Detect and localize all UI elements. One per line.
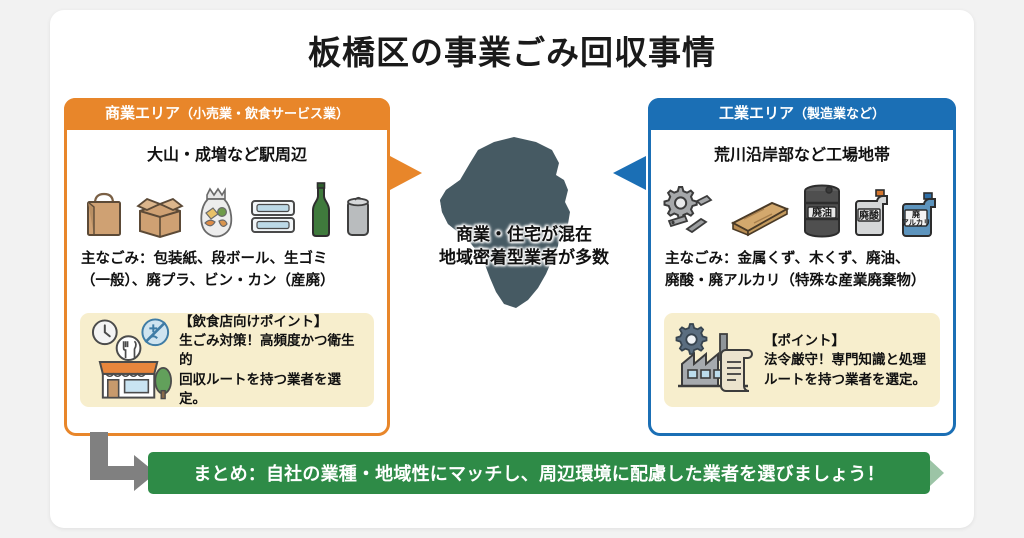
summary-text: まとめ：自社の業種・地域性にマッチし、周辺環境に配慮した業者を選びましょう！ <box>193 464 885 484</box>
industrial-waste-line-2: 廃酸・廃アルカリ（特殊な産業廃棄物） <box>665 272 926 289</box>
industrial-panel-header: 工業エリア（製造業など） <box>648 98 956 130</box>
industrial-waste-icon-row: 廃油 廃酸 廃 アルカリ <box>651 173 953 239</box>
industrial-point-title: 【ポイント】 <box>764 333 845 349</box>
industrial-point-line-1: 法令厳守！専門知識と処理 <box>764 352 926 368</box>
commercial-panel-header: 商業エリア（小売業・飲食サービス業） <box>64 98 390 130</box>
waste-oil-drum-icon: 廃油 <box>804 184 840 238</box>
restaurant-shop-icon <box>91 318 172 400</box>
waste-alkali-container-icon: 廃 アルカリ <box>901 192 936 237</box>
industrial-point-line-2: ルートを持つ業者を選定。 <box>764 371 926 387</box>
industrial-area-panel: 工業エリア（製造業など） 荒川沿岸部など工場地帯 <box>648 98 956 436</box>
elbow-arrow-icon <box>88 432 168 492</box>
food-container-icon <box>250 200 295 233</box>
gear-metal-scrap-icon <box>663 186 713 234</box>
industrial-waste-text: 主なごみ：金属くず、木くず、廃油、 廃酸・廃アルカリ（特殊な産業廃棄物） <box>665 249 939 293</box>
commercial-point-line-1: 生ごみ対策！高頻度かつ衛生的 <box>179 333 355 368</box>
aluminum-can-icon <box>346 196 369 236</box>
commercial-point-text: 【飲食店向けポイント】 生ごみ対策！高頻度かつ衛生的 回収ルートを持つ業者を選定… <box>179 312 366 408</box>
summary-banner-tail-icon <box>930 460 944 486</box>
commercial-waste-line-1: 主なごみ：包装紙、段ボール、生ゴミ <box>81 251 328 267</box>
industrial-point-text: 【ポイント】 法令厳守！専門知識と処理 ルートを持つ業者を選定。 <box>764 331 926 388</box>
document-scroll-icon <box>720 349 753 392</box>
industrial-area-label: 荒川沿岸部など工場地帯 <box>713 147 890 164</box>
commercial-area-panel: 商業エリア（小売業・飲食サービス業） 大山・成増など駅周辺 <box>64 98 390 436</box>
factory-icon <box>675 323 753 392</box>
itabashi-ward-map <box>418 128 628 316</box>
drum-label: 廃油 <box>812 206 832 219</box>
industrial-header-subtitle: （製造業など） <box>794 106 886 121</box>
commercial-point-title: 【飲食店向けポイント】 <box>179 314 328 330</box>
commercial-waste-line-2: （一般）、廃プラ、ビン・カン（産廃） <box>81 272 335 289</box>
page-title: 板橋区の事業ごみ回収事情 <box>308 34 716 71</box>
wood-plank-icon <box>730 201 790 237</box>
commercial-waste-icon-row <box>67 173 387 239</box>
commercial-point-box: 【飲食店向けポイント】 生ごみ対策！高頻度かつ衛生的 回収ルートを持つ業者を選定… <box>80 313 374 407</box>
commercial-waste-text: 主なごみ：包装紙、段ボール、生ゴミ （一般）、廃プラ、ビン・カン（産廃） <box>81 249 373 293</box>
commercial-area-label: 大山・成増など駅周辺 <box>146 147 307 164</box>
alkali-label-line-2: アルカリ <box>901 218 930 227</box>
commercial-header-title: 商業エリア <box>104 105 180 122</box>
blue-arrow-left-icon <box>613 156 646 190</box>
orange-arrow-right-icon <box>390 156 422 190</box>
center-caption: 商業・住宅が混在 地域密着型業者が多数 <box>395 224 653 270</box>
acid-label: 廃酸 <box>859 209 880 222</box>
shopping-bag-icon <box>86 192 121 236</box>
industrial-waste-line-1: 主なごみ：金属くず、木くず、廃油、 <box>665 251 910 267</box>
alkali-label-line-1: 廃 <box>912 209 921 219</box>
center-caption-line-2: 地域密着型業者が多数 <box>439 247 609 267</box>
commercial-header-subtitle: （小売業・飲食サービス業） <box>180 106 350 121</box>
center-caption-line-1: 商業・住宅が混在 <box>456 225 592 244</box>
commercial-point-line-2: 回収ルートを持つ業者を選定。 <box>179 371 342 406</box>
food-waste-bag-icon <box>199 187 232 238</box>
green-bottle-icon <box>311 182 330 237</box>
industrial-header-title: 工業エリア <box>718 105 794 122</box>
summary-banner: まとめ：自社の業種・地域性にマッチし、周辺環境に配慮した業者を選びましょう！ <box>148 452 930 494</box>
cardboard-box-icon <box>135 197 184 239</box>
industrial-point-box: 【ポイント】 法令厳守！専門知識と処理 ルートを持つ業者を選定。 <box>664 313 940 407</box>
waste-acid-container-icon: 廃酸 <box>855 189 888 236</box>
